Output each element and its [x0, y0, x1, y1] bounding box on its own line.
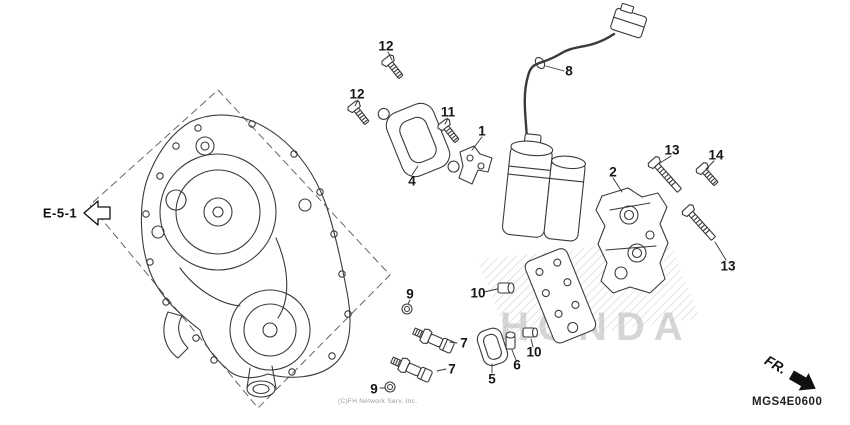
- mounting-plate-drawing: [524, 248, 597, 344]
- callout-8[interactable]: 8: [565, 63, 573, 79]
- callout-1[interactable]: 1: [478, 123, 486, 139]
- pin-part-6: [505, 331, 516, 350]
- wire-harness-part-8: [523, 2, 648, 142]
- honda-watermark: HONDA: [500, 305, 692, 349]
- sensor-part-7b: [388, 352, 434, 385]
- fr-arrow-icon: [788, 370, 816, 391]
- callout-13-a[interactable]: 13: [664, 142, 680, 158]
- bolt-part-14: [694, 160, 722, 190]
- fr-direction-indicator: FR.: [762, 352, 816, 391]
- view-ref-label-e-5-1[interactable]: E-5-1: [42, 205, 78, 221]
- callout-5[interactable]: 5: [488, 371, 496, 387]
- callout-4[interactable]: 4: [408, 173, 416, 189]
- e-5-1-arrow-icon: [83, 200, 111, 226]
- callout-10-a[interactable]: 10: [470, 285, 486, 301]
- bolt-part-12a: [379, 53, 407, 82]
- callout-7-a[interactable]: 7: [460, 335, 468, 351]
- diagram-code: MGS4E0600: [752, 396, 823, 408]
- bracket-part-1: [458, 145, 493, 185]
- callout-12-b[interactable]: 12: [349, 86, 365, 102]
- bolt-part-13a: [646, 154, 686, 196]
- gasket-part-5: [476, 327, 509, 367]
- callout-9-a[interactable]: 9: [406, 286, 414, 302]
- bushing-part-10a: [497, 282, 515, 294]
- solenoid-body-cylinders: [501, 133, 587, 242]
- callout-2[interactable]: 2: [609, 164, 617, 180]
- fr-label: FR.: [762, 352, 790, 377]
- callout-7-b[interactable]: 7: [448, 361, 456, 377]
- bolt-part-12b: [345, 99, 373, 128]
- o-ring-part-9a: [401, 303, 413, 315]
- callout-6[interactable]: 6: [513, 357, 521, 373]
- leader-lines: [354, 51, 727, 389]
- copyright-note: (C)FH Network Serv. Inc.: [338, 398, 418, 405]
- cover-bolt-holes: [142, 120, 352, 376]
- callout-10-b[interactable]: 10: [526, 344, 542, 360]
- callout-11[interactable]: 11: [440, 104, 456, 120]
- bushing-part-10b: [522, 327, 539, 338]
- callout-13-b[interactable]: 13: [720, 258, 736, 274]
- callout-14[interactable]: 14: [708, 147, 724, 163]
- bolt-part-13b: [680, 202, 720, 244]
- sensor-part-7a: [410, 323, 456, 356]
- cover-plate-part-4: [377, 102, 460, 178]
- o-ring-part-9b: [384, 381, 396, 393]
- callout-9-b[interactable]: 9: [370, 381, 378, 397]
- engine-cover-drawing: [140, 114, 352, 398]
- linear-solenoid-assembly-part-2: [595, 187, 669, 294]
- callout-12-a[interactable]: 12: [378, 38, 394, 54]
- dashed-reference-boundary: [89, 89, 391, 409]
